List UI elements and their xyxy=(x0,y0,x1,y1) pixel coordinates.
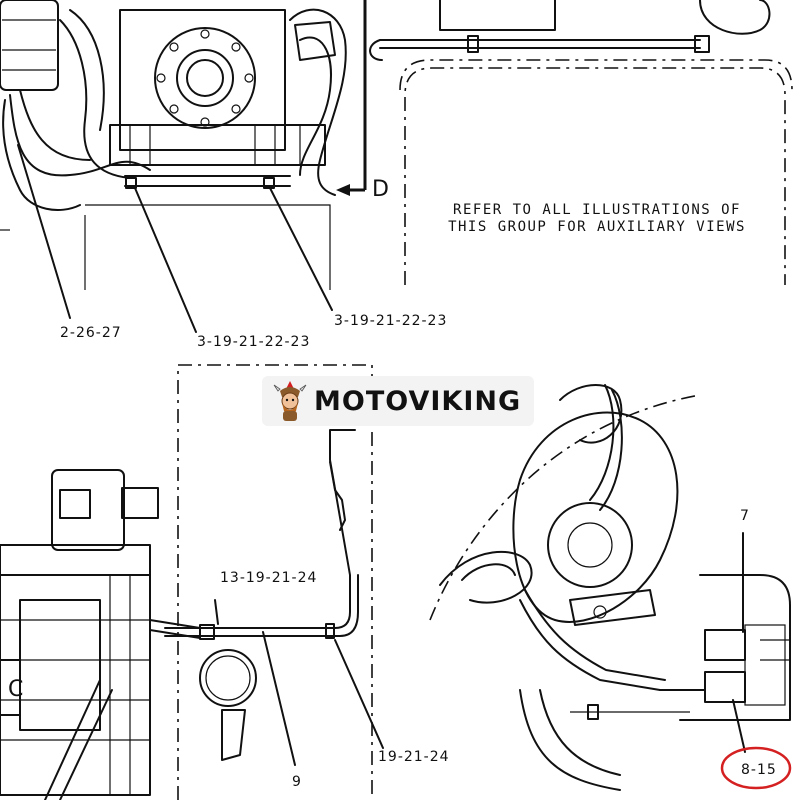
right-leaders xyxy=(732,532,746,753)
callout-7: 7 xyxy=(740,508,750,524)
note-line-1: REFER TO ALL ILLUSTRATIONS OF xyxy=(453,202,741,218)
highlight-circle xyxy=(720,746,792,790)
callout-8-15: 8-15 xyxy=(741,762,777,778)
callout-13-19-21-24: 13-19-21-24 xyxy=(220,570,317,586)
engine-side-view: C xyxy=(0,469,201,796)
viking-mascot-icon xyxy=(273,381,307,421)
note-line-2: THIS GROUP FOR AUXILIARY VIEWS xyxy=(448,219,746,235)
section-view-d: D xyxy=(372,177,389,202)
callout-9: 9 xyxy=(292,774,302,790)
upper-leaders xyxy=(17,144,333,333)
lower-leaders xyxy=(44,599,384,800)
watermark-banner: MOTOVIKING xyxy=(262,376,534,426)
callout-2-26-27: 2-26-27 xyxy=(60,325,122,341)
starter-detail-view xyxy=(429,384,791,791)
section-view-c: C xyxy=(8,677,23,702)
callout-3-19-21-22-23-left: 3-19-21-22-23 xyxy=(197,334,310,350)
callout-3-19-21-22-23-right: 3-19-21-22-23 xyxy=(334,313,447,329)
auxiliary-views-note-panel: REFER TO ALL ILLUSTRATIONS OF THIS GROUP… xyxy=(399,59,793,285)
callout-19-21-24: 19-21-24 xyxy=(378,749,450,765)
tube-routing-panel xyxy=(164,364,373,800)
engine-top-view: D xyxy=(0,0,771,290)
watermark-brand-text: MOTOVIKING xyxy=(314,385,522,417)
